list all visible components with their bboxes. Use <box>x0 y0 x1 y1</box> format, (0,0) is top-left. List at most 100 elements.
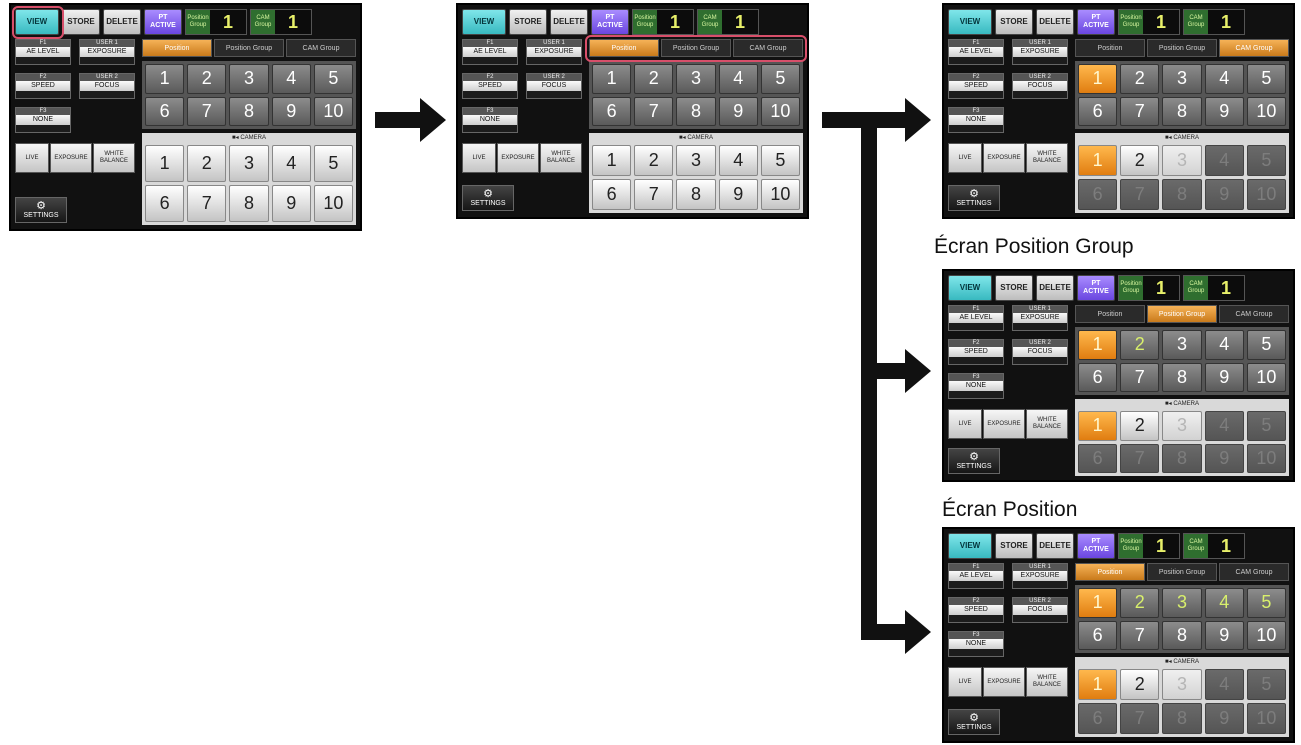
delete-button[interactable]: DELETE <box>103 9 141 35</box>
f1-button[interactable]: F1 AE LEVEL <box>15 39 71 65</box>
white-balance-button[interactable]: WHITE BALANCE <box>540 143 582 173</box>
user2-button[interactable]: USER 2 FOCUS <box>1012 339 1068 365</box>
tab-position[interactable]: Position <box>1075 563 1145 581</box>
position-group-selector[interactable]: Position Group 1 <box>1118 533 1180 559</box>
camera-key-4[interactable]: 4 <box>1204 411 1244 441</box>
camera-key-5[interactable]: 5 <box>1246 669 1286 700</box>
camera-key-6[interactable]: 6 <box>592 179 632 210</box>
f1-button[interactable]: F1 AE LEVEL <box>948 305 1004 331</box>
store-button[interactable]: STORE <box>995 9 1033 35</box>
position-key-4[interactable]: 4 <box>718 64 758 94</box>
position-key-1[interactable]: 1 <box>145 64 185 94</box>
exposure-switch-button[interactable]: EXPOSURE <box>983 143 1025 173</box>
tab-position[interactable]: Position <box>142 39 212 57</box>
tab-cam-group[interactable]: CAM Group <box>1219 39 1289 57</box>
position-key-6[interactable]: 6 <box>1078 620 1118 650</box>
view-button[interactable]: VIEW <box>462 9 506 35</box>
camera-key-5[interactable]: 5 <box>760 145 800 176</box>
view-button[interactable]: VIEW <box>15 9 59 35</box>
f2-button[interactable]: F2 SPEED <box>15 73 71 99</box>
pt-active-button[interactable]: PT ACTIVE <box>144 9 182 35</box>
camera-key-3[interactable]: 3 <box>1162 669 1202 700</box>
camera-key-1[interactable]: 1 <box>1078 669 1118 700</box>
camera-key-4[interactable]: 4 <box>271 145 311 182</box>
camera-key-7[interactable]: 7 <box>1120 179 1160 210</box>
delete-button[interactable]: DELETE <box>1036 533 1074 559</box>
pt-active-button[interactable]: PT ACTIVE <box>1077 533 1115 559</box>
camera-key-5[interactable]: 5 <box>313 145 353 182</box>
position-key-2[interactable]: 2 <box>187 64 227 94</box>
position-key-8[interactable]: 8 <box>1162 362 1202 392</box>
f3-button[interactable]: F3 NONE <box>948 373 1004 399</box>
camera-key-9[interactable]: 9 <box>271 185 311 222</box>
camera-key-4[interactable]: 4 <box>718 145 758 176</box>
live-button[interactable]: LIVE <box>948 409 982 439</box>
camera-key-8[interactable]: 8 <box>1162 703 1202 734</box>
position-key-10[interactable]: 10 <box>1246 96 1286 126</box>
f3-button[interactable]: F3 NONE <box>948 631 1004 657</box>
position-key-1[interactable]: 1 <box>1078 330 1118 360</box>
store-button[interactable]: STORE <box>995 275 1033 301</box>
position-key-7[interactable]: 7 <box>1120 620 1160 650</box>
camera-key-1[interactable]: 1 <box>1078 145 1118 176</box>
user1-button[interactable]: USER 1 EXPOSURE <box>79 39 135 65</box>
cam-group-selector[interactable]: CAM Group 1 <box>1183 275 1245 301</box>
position-key-7[interactable]: 7 <box>187 96 227 126</box>
f3-button[interactable]: F3 NONE <box>948 107 1004 133</box>
camera-key-1[interactable]: 1 <box>592 145 632 176</box>
white-balance-button[interactable]: WHITE BALANCE <box>1026 143 1068 173</box>
position-key-1[interactable]: 1 <box>592 64 632 94</box>
tab-position-group[interactable]: Position Group <box>661 39 731 57</box>
camera-key-4[interactable]: 4 <box>1204 145 1244 176</box>
pt-active-button[interactable]: PT ACTIVE <box>1077 275 1115 301</box>
camera-key-6[interactable]: 6 <box>145 185 185 222</box>
cam-group-selector[interactable]: CAM Group 1 <box>250 9 312 35</box>
position-key-7[interactable]: 7 <box>1120 362 1160 392</box>
camera-key-8[interactable]: 8 <box>676 179 716 210</box>
exposure-switch-button[interactable]: EXPOSURE <box>983 667 1025 697</box>
position-key-6[interactable]: 6 <box>592 96 632 126</box>
position-key-4[interactable]: 4 <box>1204 588 1244 618</box>
position-key-2[interactable]: 2 <box>634 64 674 94</box>
f3-button[interactable]: F3 NONE <box>462 107 518 133</box>
pt-active-button[interactable]: PT ACTIVE <box>1077 9 1115 35</box>
f2-button[interactable]: F2 SPEED <box>948 597 1004 623</box>
position-key-4[interactable]: 4 <box>271 64 311 94</box>
camera-key-2[interactable]: 2 <box>187 145 227 182</box>
pt-active-button[interactable]: PT ACTIVE <box>591 9 629 35</box>
user2-button[interactable]: USER 2 FOCUS <box>79 73 135 99</box>
camera-key-7[interactable]: 7 <box>187 185 227 222</box>
position-key-4[interactable]: 4 <box>1204 330 1244 360</box>
camera-key-3[interactable]: 3 <box>1162 411 1202 441</box>
white-balance-button[interactable]: WHITE BALANCE <box>1026 409 1068 439</box>
tab-position-group[interactable]: Position Group <box>1147 563 1217 581</box>
position-key-3[interactable]: 3 <box>1162 330 1202 360</box>
camera-key-10[interactable]: 10 <box>1246 703 1286 734</box>
position-key-9[interactable]: 9 <box>718 96 758 126</box>
position-key-5[interactable]: 5 <box>760 64 800 94</box>
camera-key-6[interactable]: 6 <box>1078 179 1118 210</box>
position-key-6[interactable]: 6 <box>1078 362 1118 392</box>
tab-position-group[interactable]: Position Group <box>214 39 284 57</box>
live-button[interactable]: LIVE <box>948 667 982 697</box>
position-group-selector[interactable]: Position Group 1 <box>632 9 694 35</box>
settings-button[interactable]: ⚙ SETTINGS <box>948 709 1000 735</box>
position-key-2[interactable]: 2 <box>1120 64 1160 94</box>
position-key-9[interactable]: 9 <box>1204 362 1244 392</box>
camera-key-9[interactable]: 9 <box>718 179 758 210</box>
camera-key-3[interactable]: 3 <box>676 145 716 176</box>
f2-button[interactable]: F2 SPEED <box>948 339 1004 365</box>
delete-button[interactable]: DELETE <box>1036 9 1074 35</box>
tab-position-group[interactable]: Position Group <box>1147 39 1217 57</box>
live-button[interactable]: LIVE <box>462 143 496 173</box>
user1-button[interactable]: USER 1 EXPOSURE <box>1012 305 1068 331</box>
position-key-6[interactable]: 6 <box>145 96 185 126</box>
cam-group-selector[interactable]: CAM Group 1 <box>697 9 759 35</box>
delete-button[interactable]: DELETE <box>550 9 588 35</box>
f2-button[interactable]: F2 SPEED <box>948 73 1004 99</box>
position-key-10[interactable]: 10 <box>1246 620 1286 650</box>
white-balance-button[interactable]: WHITE BALANCE <box>93 143 135 173</box>
delete-button[interactable]: DELETE <box>1036 275 1074 301</box>
camera-key-1[interactable]: 1 <box>145 145 185 182</box>
position-key-1[interactable]: 1 <box>1078 588 1118 618</box>
